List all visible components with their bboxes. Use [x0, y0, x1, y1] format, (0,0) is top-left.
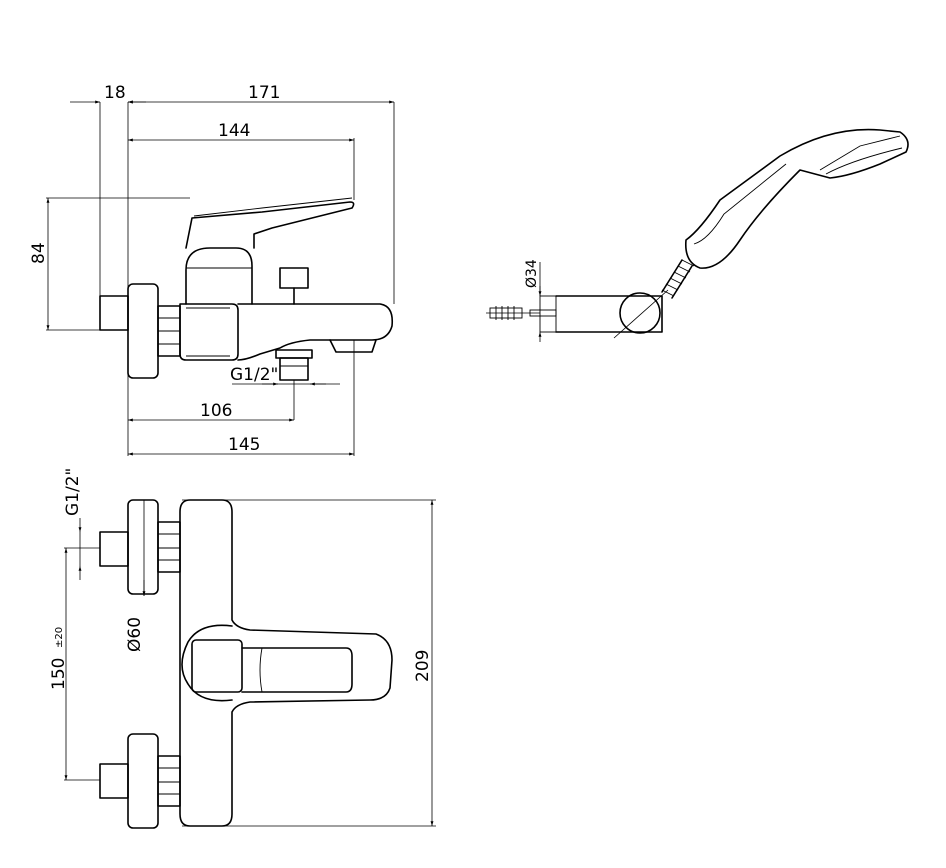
side-view: 18 171 144 84 G1/2" 106 145 [29, 83, 395, 456]
dimension-d34: Ø34 [524, 259, 540, 288]
holder-arm [555, 295, 663, 333]
dimension-171: 171 [248, 83, 280, 103]
dimension-150: 150 [49, 658, 69, 690]
front-body [179, 499, 393, 827]
bottom-inlet [99, 763, 129, 799]
bottom-escutcheon [127, 733, 159, 829]
wall-plug [489, 307, 523, 319]
escutcheon [127, 283, 159, 379]
thread-label-side: G1/2" [230, 365, 278, 385]
dimension-145: 145 [228, 435, 260, 455]
dimension-150-tolerance: ±20 [54, 627, 65, 648]
dimension-106: 106 [200, 401, 232, 421]
front-lever [191, 639, 243, 693]
spout [237, 303, 394, 361]
top-inlet [99, 531, 129, 567]
front-view: 209 G1/2" Ø60 150 ±20 [49, 468, 436, 829]
holder-ring [619, 292, 661, 334]
diverter-knob [279, 267, 309, 289]
dimension-d60: Ø60 [125, 617, 145, 652]
shower-handle [684, 128, 909, 269]
dimension-18: 18 [104, 83, 126, 103]
dimension-209: 209 [413, 650, 433, 682]
diverter-thread [279, 357, 309, 381]
top-escutcheon [127, 499, 159, 595]
dimension-84: 84 [29, 242, 49, 264]
mixer-body [179, 303, 239, 361]
wall-inlet [99, 295, 129, 331]
lever-handle [185, 201, 355, 249]
holder-base [539, 295, 557, 333]
cartridge-housing [185, 247, 253, 305]
spout-outlet [329, 339, 377, 353]
dimension-144: 144 [218, 121, 250, 141]
hand-shower-view: Ø34 [486, 128, 909, 342]
thread-label-front: G1/2" [63, 468, 83, 516]
